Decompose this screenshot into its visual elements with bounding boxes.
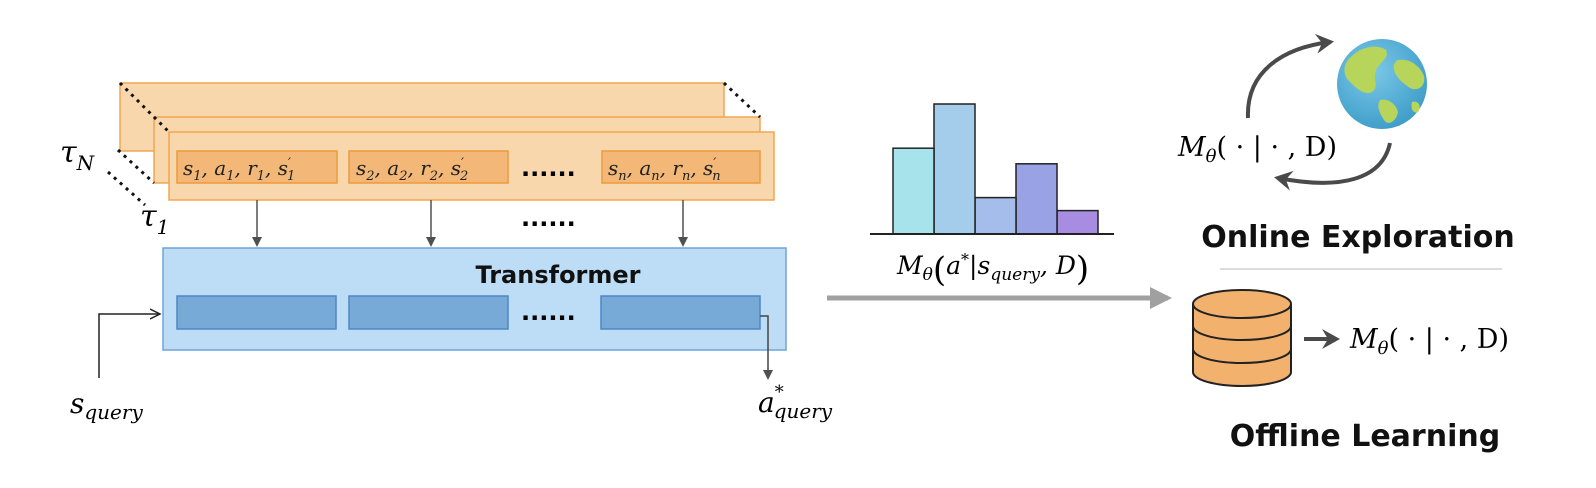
perspective-dots-lower: [107, 170, 146, 207]
query-input-label: squery: [70, 387, 143, 424]
transformer-token: [600, 295, 761, 330]
transition-cell: s1, a1, r1, s′1: [176, 150, 338, 184]
tau-1-label: τ1: [140, 199, 169, 239]
svg-text:sn, an, rn, s′n: sn, an, rn, s′n: [608, 156, 721, 184]
transition-cell: sn, an, rn, s′n: [601, 150, 761, 184]
loop-arrow-top: [1245, 33, 1334, 119]
perspective-dots-top-right: [722, 81, 762, 119]
loop-arrow-bottom: [1274, 142, 1392, 191]
online-exploration-title: Online Exploration: [1201, 220, 1514, 255]
tau-n-label: τN: [60, 135, 96, 175]
query-output-label: a*query: [758, 382, 833, 423]
database-icon: [1192, 289, 1292, 387]
offline-model-label: Mθ( · | · , D): [1349, 324, 1509, 359]
query-input-arrow: [98, 314, 160, 378]
offline-learning-section: Mθ( · | · , D) Offline Learning: [1192, 289, 1509, 454]
perspective-dots-bottom: [116, 148, 156, 185]
svg-text:s1, a1, r1, s′1: s1, a1, r1, s′1: [183, 156, 295, 184]
histogram-bar: [974, 196, 1017, 235]
globe-icon: [1337, 39, 1427, 129]
transformer-title: Transformer: [475, 261, 640, 289]
histogram-caption: Mθ(a*|squery, D): [896, 249, 1089, 290]
action-distribution-histogram: [870, 103, 1114, 235]
histogram-bar: [1015, 163, 1058, 235]
histogram-bar: [892, 147, 935, 235]
transformer-block: Transformer ......: [162, 247, 787, 351]
transition-cell: s2, a2, r2, s′2: [348, 150, 509, 184]
trajectory-ellipsis: ......: [521, 154, 576, 182]
histogram-bar: [933, 103, 976, 235]
trajectory-stack: τN τ1 s1, a1, r1, s′1 s2, a2, r2, s′2 ..…: [60, 81, 775, 239]
svg-text:s2, a2, r2, s′2: s2, a2, r2, s′2: [356, 156, 468, 184]
transformer-token: [176, 295, 337, 330]
online-model-label: Mθ( · | · , D): [1177, 132, 1337, 167]
between-ellipsis: ......: [521, 204, 576, 232]
histogram-bar: [1056, 209, 1099, 235]
offline-learning-title: Offline Learning: [1230, 419, 1500, 454]
transformer-ellipsis: ......: [521, 298, 576, 326]
perspective-dots-top-left: [118, 81, 171, 134]
query-output-arrow: [760, 315, 773, 380]
online-exploration-section: Mθ( · | · , D) Online Exploration: [1177, 33, 1515, 255]
transformer-token: [348, 295, 509, 330]
